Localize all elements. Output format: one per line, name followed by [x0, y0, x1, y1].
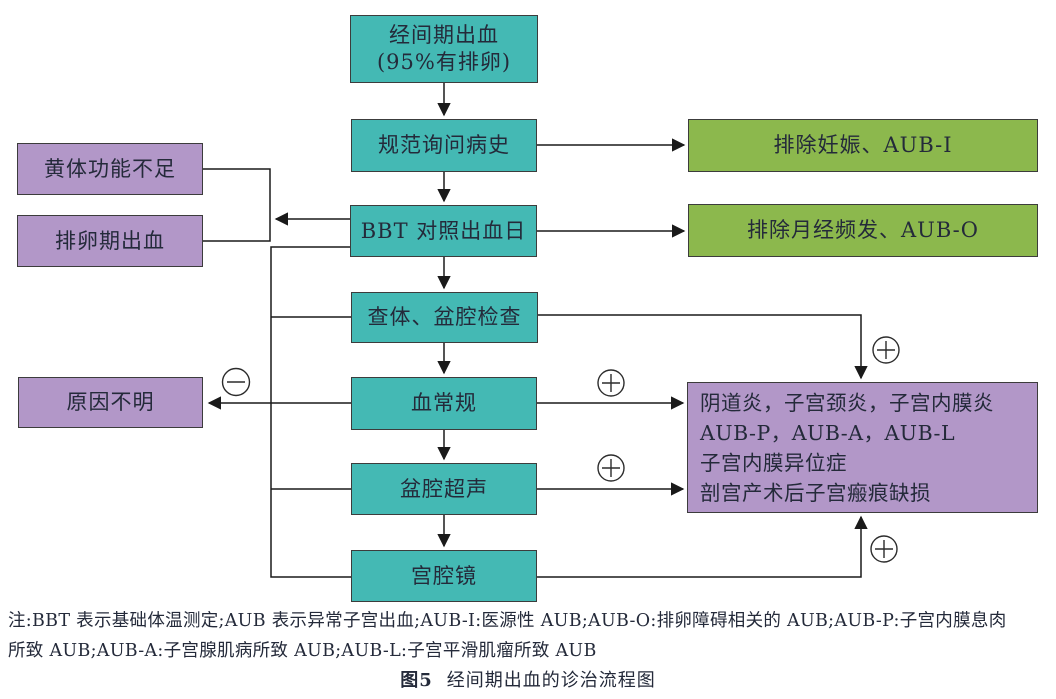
note-line-1: 注:BBT 表示基础体温测定;AUB 表示异常子宫出血;AUB-I:医源性 AU… [8, 611, 1007, 631]
node-physical-pelvic-exam: 查体、盆腔检查 [351, 292, 538, 343]
note-line-2: 所致 AUB;AUB-A:子宫腺肌病所致 AUB;AUB-L:子宫平滑肌瘤所致 … [8, 641, 597, 661]
node-pelvic-ultrasound: 盆腔超声 [351, 463, 537, 515]
node-bbt-bleeding-day: BBT 对照出血日 [350, 205, 537, 257]
plus-circle-icon [597, 454, 625, 482]
finding-line: 剖宫产术后子宫瘢痕缺损 [700, 481, 931, 505]
node-history-inquiry: 规范询问病史 [351, 119, 537, 172]
finding-line: 阴道炎，子宫颈炎，子宫内膜炎 [700, 391, 994, 415]
plus-circle-icon [597, 369, 625, 397]
finding-line: 子宫内膜异位症 [700, 451, 847, 475]
node-line: (95%有排卵) [376, 50, 512, 74]
figure-caption-title: 经间期出血的诊治流程图 [446, 670, 656, 691]
node-unknown-cause: 原因不明 [18, 377, 203, 428]
node-positive-findings: 阴道炎，子宫颈炎，子宫内膜炎 AUB-P，AUB-A，AUB-L 子宫内膜异位症… [687, 382, 1038, 513]
figure-note: 注:BBT 表示基础体温测定;AUB 表示异常子宫出血;AUB-I:医源性 AU… [8, 606, 1054, 666]
node-hysteroscopy: 宫腔镜 [351, 550, 537, 602]
finding-line: AUB-P，AUB-A，AUB-L [700, 421, 956, 445]
node-exclude-pregnancy-aub-i: 排除妊娠、AUB-I [688, 119, 1038, 172]
plus-circle-icon [870, 535, 898, 563]
plus-circle-icon [872, 336, 900, 364]
node-luteal-insufficiency: 黄体功能不足 [17, 143, 203, 195]
node-line: 经间期出血 [389, 23, 499, 47]
node-intermenstrual-bleeding: 经间期出血 (95%有排卵) [350, 15, 538, 83]
node-ovulation-bleeding: 排卵期出血 [17, 215, 203, 267]
node-exclude-frequent-menses-aub-o: 排除月经频发、AUB-O [688, 204, 1038, 257]
node-blood-routine: 血常规 [351, 377, 537, 430]
figure-caption-label: 图5 [400, 670, 433, 691]
minus-circle-icon [221, 367, 251, 397]
figure-caption: 图5 经间期出血的诊治流程图 [0, 666, 1056, 692]
